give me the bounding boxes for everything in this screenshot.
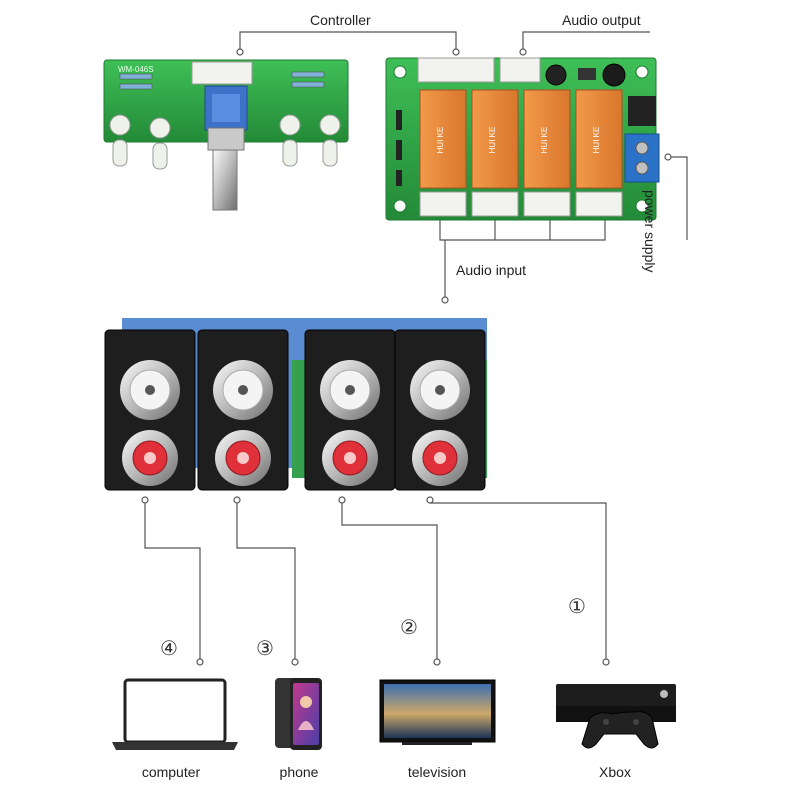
device-number-xbox: ① [568,596,586,618]
audio-output-leader [522,31,650,52]
controller-leader [239,31,457,52]
svg-text:HUI KE: HUI KE [540,127,549,154]
relay-4 [575,89,623,189]
smartphone-icon [275,678,322,750]
rca-jack-panel [104,318,487,491]
controller-resistors [119,71,325,90]
device-number-phone: ③ [256,638,274,660]
svg-text:HUI KE: HUI KE [488,127,497,154]
rotary-knob-shaft [212,149,238,211]
audio-input-dot [441,296,449,304]
connector-lines [141,31,688,666]
relays: HUI KE HUI KE HUI KE HUI KE [419,89,623,189]
controller-connector [417,57,495,83]
controller-dot-right [452,48,460,56]
rca-red-jacks [122,430,468,486]
laptop-icon [112,678,238,750]
controller-silk-text: WM-046S [118,65,154,74]
television-icon [379,679,496,745]
relay-1 [419,89,467,189]
power-supply-dot [664,153,672,161]
audio-output-label: Audio output [562,12,641,28]
rca-white-jacks [120,360,470,420]
device-number-television: ② [400,617,418,639]
controller-board: WM-046S [103,59,349,211]
leader-phone [236,500,296,662]
leader-xbox [429,500,607,662]
audio-input-label: Audio input [456,262,527,278]
audio-output-dot [519,48,527,56]
audio-input-bracket [439,215,606,241]
device-label-television: television [407,764,467,780]
svg-text:HUI KE: HUI KE [592,127,601,154]
device-label-xbox: Xbox [599,764,631,780]
controller-leds [109,114,341,170]
relay-board: HUI KE HUI KE HUI KE HUI KE [385,57,660,221]
power-supply-leader [668,156,688,240]
device-label-computer: computer [141,764,201,780]
game-console-icon [556,684,676,749]
svg-text:HUI KE: HUI KE [436,127,445,154]
audio-input-connectors [419,191,623,217]
relay-3 [523,89,571,189]
audio-output-connector [499,57,541,83]
leader-television [341,500,438,662]
device-label-phone: phone [279,764,319,780]
power-terminal [624,133,660,183]
controller-label: Controller [310,12,371,28]
relay-2 [471,89,519,189]
power-supply-label: power supply [642,190,658,273]
controller-dot-left [236,48,244,56]
leader-computer [144,500,201,662]
device-number-computer: ④ [160,638,178,660]
